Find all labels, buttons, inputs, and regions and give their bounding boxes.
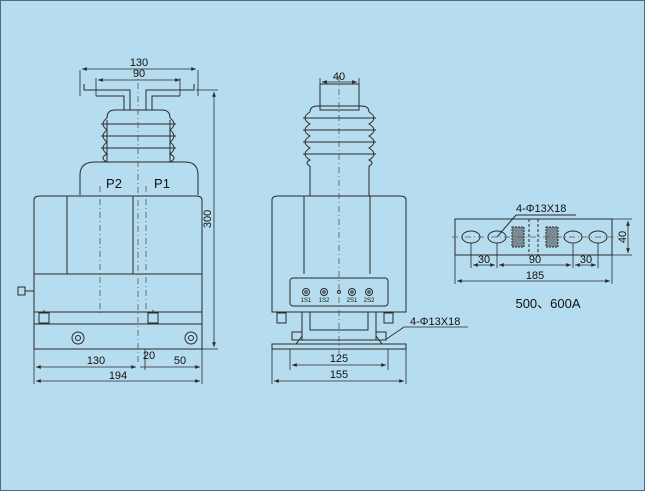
front-dim-base-total: 194: [109, 370, 127, 382]
busbar-dim-left: 30: [478, 254, 490, 266]
side-hole-spec: 4-Φ13X18: [410, 316, 460, 328]
front-upper-body: [79, 161, 199, 195]
terminal-p2-label: P2: [106, 176, 122, 191]
side-dim-top-width: 40: [333, 71, 345, 83]
busbar-dim-mid: 90: [529, 254, 541, 266]
front-dim-base-gap: 20: [143, 350, 155, 362]
busbar-dim-height: 40: [617, 231, 629, 243]
front-dim-width-inner: 90: [133, 68, 145, 80]
front-dim-base-left: 130: [87, 355, 105, 367]
busbar-dim-right: 30: [580, 254, 592, 266]
front-dim-base-right: 50: [174, 355, 186, 367]
busbar-hole-spec: 4-Φ13X18: [516, 203, 566, 215]
front-dim-width-outer: 130: [130, 57, 148, 69]
side-case: [271, 195, 407, 313]
terminal-p1-label: P1: [154, 176, 170, 191]
busbar-rating: 500、600A: [515, 296, 580, 311]
side-view: [271, 83, 407, 350]
terminal-1s1-label: 1S1: [301, 298, 312, 304]
side-dim-base-inner: 125: [330, 353, 348, 365]
terminal-1s2-label: 1S2: [319, 298, 330, 304]
terminal-2s1-label: 2S1: [347, 298, 358, 304]
side-top-conductor: [319, 83, 360, 111]
side-base-plate: [271, 343, 407, 350]
busbar-dim-total: 185: [526, 270, 544, 282]
side-dim-base-total: 155: [330, 369, 348, 381]
front-case: [33, 195, 203, 313]
front-view: [17, 84, 203, 350]
front-base-plate: [33, 323, 203, 350]
front-dim-height: 300: [202, 210, 214, 228]
busbar-detail: [454, 214, 613, 256]
terminal-2s2-label: 2S2: [364, 298, 375, 304]
